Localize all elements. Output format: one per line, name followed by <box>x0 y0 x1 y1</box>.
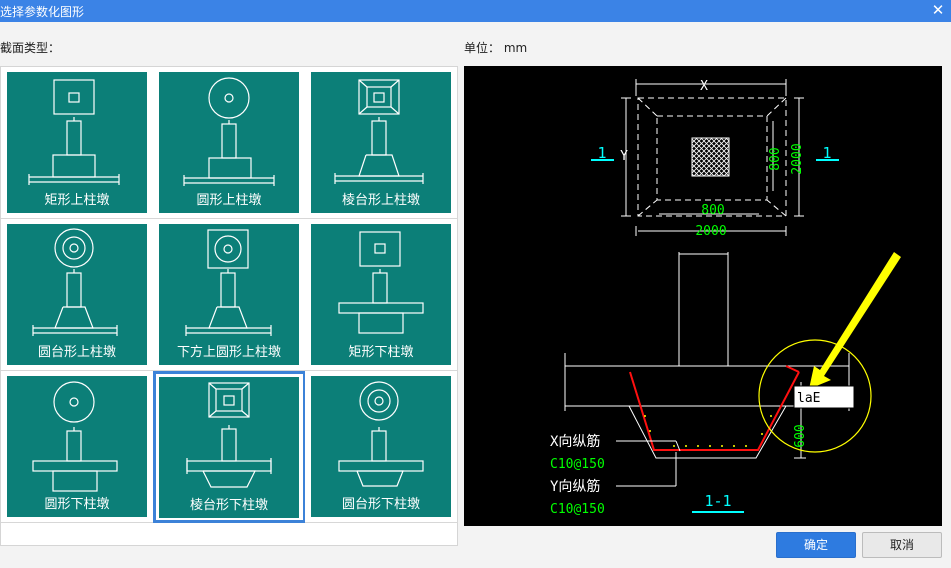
tile-face: 棱台形上柱墩 <box>311 72 451 213</box>
frustum-lower-pier-icon <box>186 382 272 488</box>
x-rebar-label: X向纵筋 <box>550 433 600 450</box>
cone-upper-pier-icon <box>32 228 118 336</box>
tile-face: 下方上圆形上柱墩 <box>159 224 299 365</box>
shape-tile-circle-lower[interactable]: 圆形下柱墩 <box>1 371 154 523</box>
square-round-upper-pier-icon <box>185 229 272 336</box>
y-rebar-spec: C10@150 <box>550 502 605 517</box>
tile-label: 圆形上柱墩 <box>196 193 262 208</box>
tile-face: 圆台形上柱墩 <box>7 224 147 365</box>
cad-preview: X Y 800 2000 800 2000 1 1 600 laE X向纵筋 C… <box>464 66 942 526</box>
tile-label: 下方上圆形上柱墩 <box>176 345 281 360</box>
shape-tile-circle-upper[interactable]: 圆形上柱墩 <box>153 67 306 219</box>
shape-tile-frustum-upper[interactable]: 棱台形上柱墩 <box>305 67 458 219</box>
tile-face: 矩形下柱墩 <box>311 224 451 365</box>
cone-lower-pier-icon <box>338 381 424 487</box>
tile-label: 圆形下柱墩 <box>44 497 110 512</box>
lae-label: laE <box>797 391 820 406</box>
section-title: 1-1 <box>704 492 731 510</box>
title-bar: 选择参数化图形 ✕ <box>0 0 951 22</box>
ok-button[interactable]: 确定 <box>776 532 856 558</box>
y-rebar-label: Y向纵筋 <box>550 478 600 495</box>
rect-upper-pier-icon <box>28 79 120 185</box>
tile-label: 棱台形下柱墩 <box>189 498 268 513</box>
tile-label: 矩形上柱墩 <box>44 193 110 208</box>
tile-face: 矩形上柱墩 <box>7 72 147 213</box>
tile-label: 棱台形上柱墩 <box>341 193 420 208</box>
column-hatch <box>691 137 730 177</box>
unit-label: 单位： mm <box>464 41 528 55</box>
x-rebar-spec: C10@150 <box>550 457 605 472</box>
tile-face: 棱台形下柱墩 <box>159 377 299 518</box>
shape-tile-rect-upper[interactable]: 矩形上柱墩 <box>1 67 154 219</box>
section-type-label: 截面类型： <box>0 41 61 55</box>
tile-label: 圆台形上柱墩 <box>37 345 116 360</box>
rect-lower-pier-icon <box>338 231 424 334</box>
tile-label: 矩形下柱墩 <box>348 345 414 360</box>
shape-tile-square-bottom-round-top[interactable]: 下方上圆形上柱墩 <box>153 219 306 371</box>
dim-y: Y <box>620 149 628 164</box>
dim-800-h: 800 <box>701 203 724 218</box>
dim-2000-h: 2000 <box>695 224 726 239</box>
close-icon[interactable]: ✕ <box>931 1 945 19</box>
window-title: 选择参数化图形 <box>0 5 85 19</box>
circle-upper-pier-icon <box>183 77 275 186</box>
pier-drawing: X Y 800 2000 800 2000 1 1 600 laE X向纵筋 C… <box>550 79 901 517</box>
shape-tile-rect-lower[interactable]: 矩形下柱墩 <box>305 219 458 371</box>
section-mark-left: 1 <box>597 144 606 162</box>
dialog-body: 截面类型： 单位： mm 矩形上柱墩 <box>0 22 951 568</box>
shape-tile-frustum-lower[interactable]: 棱台形下柱墩 <box>153 371 306 523</box>
tile-face: 圆台形下柱墩 <box>311 376 451 517</box>
frustum-upper-pier-icon <box>334 79 424 184</box>
tile-face: 圆形下柱墩 <box>7 376 147 517</box>
tile-label: 圆台形下柱墩 <box>341 497 420 512</box>
tile-face: 圆形上柱墩 <box>159 72 299 213</box>
shape-grid: 矩形上柱墩 圆形上柱墩 <box>0 66 458 546</box>
shape-tile-cone-upper[interactable]: 圆台形上柱墩 <box>1 219 154 371</box>
circle-lower-pier-icon <box>32 381 118 492</box>
shape-tile-cone-lower[interactable]: 圆台形下柱墩 <box>305 371 458 523</box>
dim-800-v: 800 <box>768 147 783 170</box>
cancel-button[interactable]: 取消 <box>862 532 942 558</box>
dim-600: 600 <box>793 424 808 447</box>
dim-x: X <box>700 79 708 94</box>
dim-2000-v: 2000 <box>790 143 805 174</box>
section-mark-right: 1 <box>822 144 831 162</box>
arrow-icon <box>809 252 901 389</box>
